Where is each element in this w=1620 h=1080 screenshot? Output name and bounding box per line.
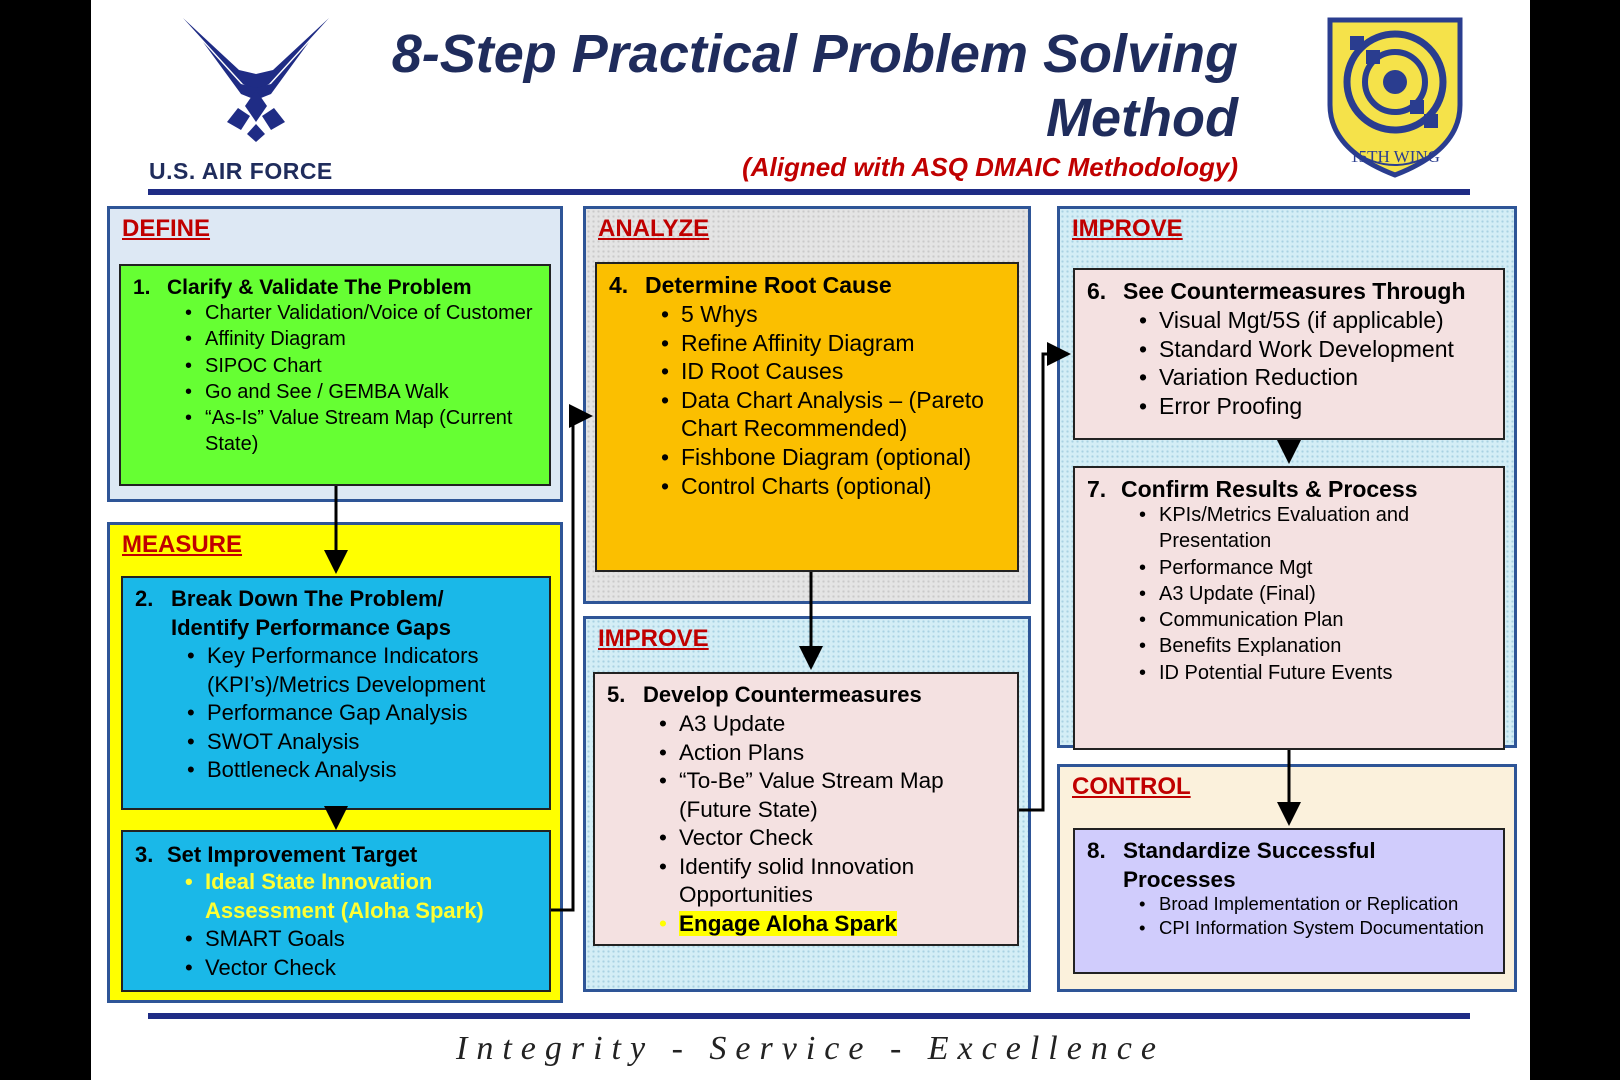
- list-item: Identify solid Innovation Opportunities: [659, 853, 1009, 910]
- list-item: Visual Mgt/5S (if applicable): [1139, 306, 1499, 335]
- list-item: CPI Information System Documentation: [1139, 916, 1501, 940]
- list-item: Vector Check: [659, 824, 1009, 853]
- step-1-title: 1.Clarify & Validate The Problem: [133, 276, 472, 299]
- list-item: ID Potential Future Events: [1139, 660, 1499, 687]
- list-item: Go and See / GEMBA Walk: [185, 379, 545, 406]
- list-item: Control Charts (optional): [661, 472, 1011, 501]
- list-item: Key Performance Indicators (KPI’s)/Metri…: [187, 642, 547, 699]
- list-item: “To-Be” Value Stream Map (Future State): [659, 767, 1009, 824]
- title-line-2: Method: [1046, 88, 1238, 148]
- list-item: Refine Affinity Diagram: [661, 329, 1011, 358]
- step-2-title: 2.Break Down The Problem/ Identify Perfo…: [135, 586, 451, 640]
- step-1-list: Charter Validation/Voice of Customer Aff…: [185, 300, 545, 458]
- list-item: Benefits Explanation: [1139, 633, 1499, 660]
- phase-label-measure: MEASURE: [122, 531, 243, 558]
- air-force-wordmark: U.S. AIR FORCE: [149, 158, 333, 184]
- list-item: A3 Update: [659, 710, 1009, 739]
- step-4-box: 4.Determine Root Cause 5 Whys Refine Aff…: [595, 262, 1019, 572]
- header-divider: [148, 189, 1470, 195]
- wing-seal-text: 15TH WING: [1350, 147, 1440, 166]
- phase-label-improve-right: IMPROVE: [1072, 215, 1183, 242]
- step-4-list: 5 Whys Refine Affinity Diagram ID Root C…: [661, 300, 1011, 500]
- list-item: Charter Validation/Voice of Customer: [185, 300, 545, 327]
- phase-label-control: CONTROL: [1072, 773, 1191, 800]
- step-6-box: 6.See Countermeasures Through Visual Mgt…: [1073, 268, 1505, 440]
- step-3-box: 3.Set Improvement Target Ideal State Inn…: [121, 830, 551, 992]
- slide: U.S. AIR FORCE 8-Step Practical Problem …: [91, 0, 1530, 1080]
- list-item: Fishbone Diagram (optional): [661, 443, 1011, 472]
- list-item: SIPOC Chart: [185, 353, 545, 380]
- list-item: Performance Gap Analysis: [187, 699, 547, 728]
- phase-label-analyze: ANALYZE: [598, 215, 710, 242]
- step-3-list: Ideal State Innovation Assessment (Aloha…: [185, 868, 545, 982]
- step-8-box: 8.Standardize Successful Processes Broad…: [1073, 828, 1505, 974]
- step-4-title: 4.Determine Root Cause: [609, 272, 892, 298]
- list-item: ID Root Causes: [661, 357, 1011, 386]
- list-item-highlighted: Engage Aloha Spark: [659, 910, 1009, 939]
- step-2-list: Key Performance Indicators (KPI’s)/Metri…: [187, 642, 547, 785]
- title-line-1: 8-Step Practical Problem Solving: [391, 24, 1238, 84]
- step-6-list: Visual Mgt/5S (if applicable) Standard W…: [1139, 306, 1499, 420]
- list-item: Broad Implementation or Replication: [1139, 892, 1501, 916]
- footer-motto: Integrity - Service - Excellence: [456, 1030, 1165, 1067]
- list-item: Data Chart Analysis – (Pareto Chart Reco…: [661, 386, 1011, 443]
- page-subtitle: (Aligned with ASQ DMAIC Methodology): [742, 152, 1238, 182]
- list-item: Affinity Diagram: [185, 326, 545, 353]
- step-2-box: 2.Break Down The Problem/ Identify Perfo…: [121, 576, 551, 810]
- step-7-list: KPIs/Metrics Evaluation and Presentation…: [1139, 502, 1499, 686]
- page-title: 8-Step Practical Problem Solving Method: [338, 22, 1238, 150]
- step-1-box: 1.Clarify & Validate The Problem Charter…: [119, 264, 551, 486]
- step-8-list: Broad Implementation or Replication CPI …: [1139, 892, 1501, 940]
- list-item: A3 Update (Final): [1139, 581, 1499, 608]
- list-item: KPIs/Metrics Evaluation and Presentation: [1139, 502, 1499, 555]
- step-6-title: 6.See Countermeasures Through: [1087, 278, 1466, 304]
- us-air-force-symbol-logo: [183, 18, 329, 142]
- list-item-highlighted: Ideal State Innovation Assessment (Aloha…: [185, 868, 545, 925]
- phase-label-define: DEFINE: [122, 215, 211, 242]
- list-item: “As-Is” Value Stream Map (Current State): [185, 405, 545, 458]
- list-item: Standard Work Development: [1139, 335, 1499, 364]
- list-item: 5 Whys: [661, 300, 1011, 329]
- list-item: Variation Reduction: [1139, 363, 1499, 392]
- step-8-title: 8.Standardize Successful Processes: [1087, 838, 1376, 892]
- step-7-box: 7.Confirm Results & Process KPIs/Metrics…: [1073, 466, 1505, 750]
- list-item: SMART Goals: [185, 925, 545, 954]
- list-item: Performance Mgt: [1139, 555, 1499, 582]
- step-7-title: 7.Confirm Results & Process: [1087, 476, 1418, 502]
- list-item: Bottleneck Analysis: [187, 756, 547, 785]
- list-item: SWOT Analysis: [187, 728, 547, 757]
- list-item: Action Plans: [659, 739, 1009, 768]
- list-item: Error Proofing: [1139, 392, 1499, 421]
- step-5-list: A3 Update Action Plans “To-Be” Value Str…: [659, 710, 1009, 938]
- footer-divider: [148, 1013, 1470, 1019]
- list-item: Communication Plan: [1139, 607, 1499, 634]
- phase-label-improve-left: IMPROVE: [598, 625, 709, 652]
- step-5-title: 5.Develop Countermeasures: [607, 682, 922, 707]
- 15th-wing-seal-logo: 15TH WING: [1327, 17, 1463, 178]
- list-item: Vector Check: [185, 954, 545, 983]
- step-3-title: 3.Set Improvement Target: [135, 842, 418, 867]
- step-5-box: 5.Develop Countermeasures A3 Update Acti…: [593, 672, 1019, 946]
